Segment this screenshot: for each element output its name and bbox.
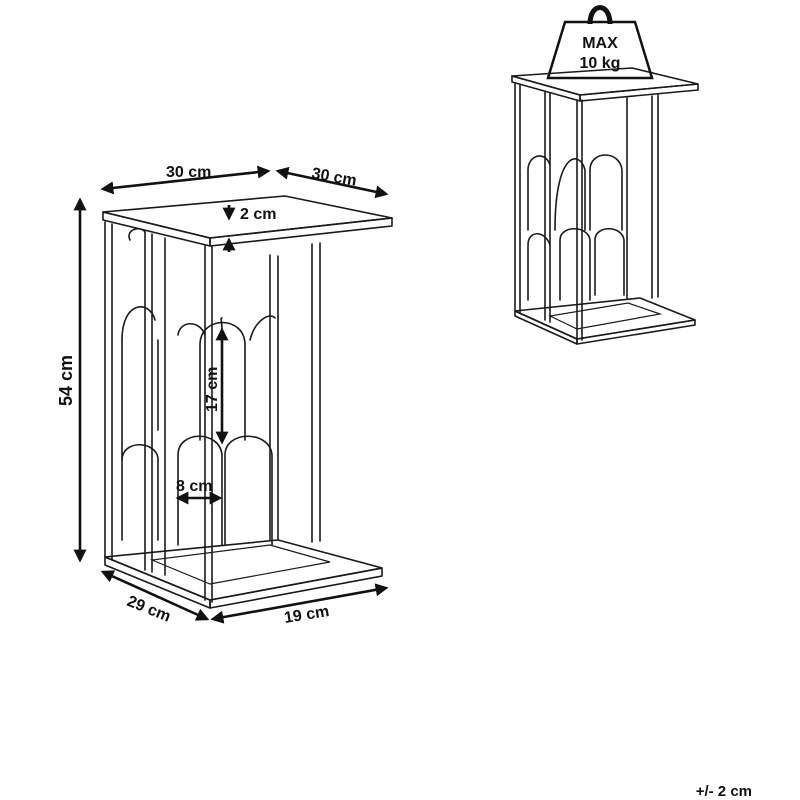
weight-icon: MAX 10 kg [546, 5, 654, 80]
table-base [104, 539, 383, 609]
table-top [102, 195, 393, 247]
label-base-width: 19 cm [283, 603, 330, 627]
weight-label-kg: 10 kg [580, 55, 621, 72]
table-drawing-main: 30 cm 30 cm 2 cm 54 cm 17 cm 8 cm 29 cm … [56, 164, 393, 627]
dim-line-base-width [210, 583, 389, 624]
label-top-thickness: 2 cm [240, 206, 276, 223]
tolerance-note: +/- 2 cm [696, 783, 752, 800]
label-arch-width: 8 cm [176, 478, 212, 495]
label-top-depth: 30 cm [310, 165, 358, 190]
label-arch-height: 17 cm [204, 367, 221, 412]
frame-left-panel [104, 221, 279, 603]
weight-label-max: MAX [582, 35, 618, 52]
label-top-width: 30 cm [166, 164, 211, 181]
dim-line-top-depth [275, 166, 389, 199]
table-drawing-load: MAX 10 kg [511, 5, 699, 345]
dim-line-top-width [100, 165, 271, 195]
dim-line-base-depth [100, 570, 210, 621]
label-base-depth: 29 cm [125, 593, 173, 626]
label-height: 54 cm [56, 355, 76, 406]
